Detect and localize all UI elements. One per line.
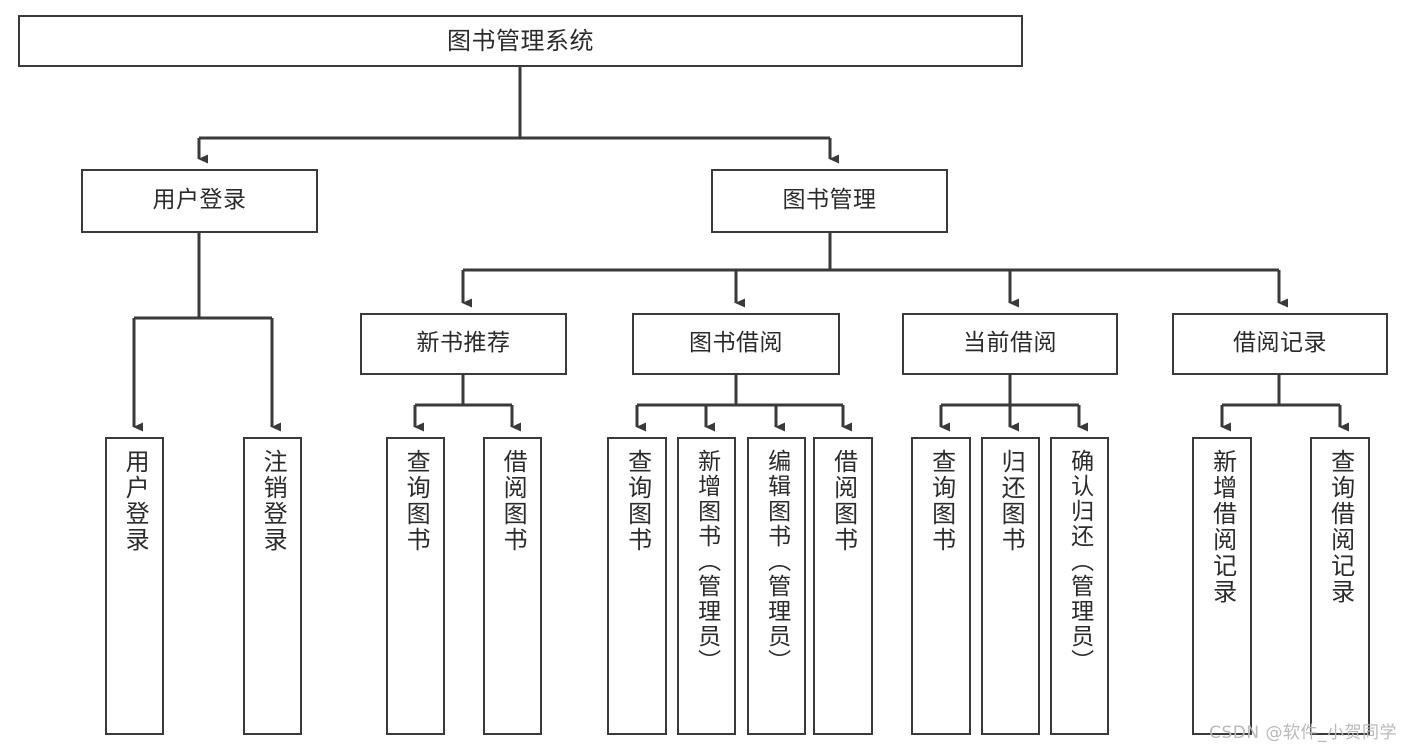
node-leaf-query-book-borrow[interactable]: 查询图书 xyxy=(607,437,667,735)
node-leaf-borrow-book-new-rec[interactable]: 借阅图书 xyxy=(483,437,542,735)
node-label: 查询借阅记录 xyxy=(1326,449,1355,605)
node-label: 查询图书 xyxy=(927,449,956,553)
node-leaf-query-book-new-rec[interactable]: 查询图书 xyxy=(386,437,445,735)
node-label: 借阅图书 xyxy=(499,449,528,553)
node-label: 图书管理 xyxy=(782,187,877,214)
node-label: 新书推荐 xyxy=(416,330,511,357)
node-label: 新增图书（管理员） xyxy=(693,449,720,674)
node-label: 新增借阅记录 xyxy=(1208,449,1237,605)
node-label: 注销登录 xyxy=(259,449,288,553)
node-leaf-query-borrow-record[interactable]: 查询借阅记录 xyxy=(1310,437,1370,735)
node-current-borrow[interactable]: 当前借阅 xyxy=(902,313,1118,375)
node-label: 当前借阅 xyxy=(963,330,1057,357)
node-root-book-management-system[interactable]: 图书管理系统 xyxy=(18,15,1023,67)
node-label: 确认归还（管理员） xyxy=(1066,449,1093,674)
node-leaf-return-book[interactable]: 归还图书 xyxy=(981,437,1040,735)
node-label: 归还图书 xyxy=(997,449,1026,553)
node-leaf-user-login[interactable]: 用户登录 xyxy=(105,437,164,735)
node-book-borrow[interactable]: 图书借阅 xyxy=(632,313,840,375)
node-leaf-confirm-return-admin[interactable]: 确认归还（管理员） xyxy=(1050,437,1109,735)
node-label: 图书管理系统 xyxy=(447,26,594,55)
node-label: 查询图书 xyxy=(623,449,652,553)
node-label: 查询图书 xyxy=(402,449,431,553)
node-new-book-recommendation[interactable]: 新书推荐 xyxy=(360,313,567,375)
node-label: 用户登录 xyxy=(121,449,150,553)
node-label: 用户登录 xyxy=(152,187,247,214)
node-leaf-user-logout[interactable]: 注销登录 xyxy=(243,437,302,735)
node-leaf-borrow-book-borrow[interactable]: 借阅图书 xyxy=(813,437,873,735)
node-label: 借阅记录 xyxy=(1233,330,1327,357)
node-leaf-add-book-admin[interactable]: 新增图书（管理员） xyxy=(677,437,736,735)
node-book-management[interactable]: 图书管理 xyxy=(711,169,948,233)
node-label: 编辑图书（管理员） xyxy=(763,449,790,674)
node-leaf-query-book-current[interactable]: 查询图书 xyxy=(911,437,971,735)
node-leaf-add-borrow-record[interactable]: 新增借阅记录 xyxy=(1192,437,1252,735)
node-leaf-edit-book-admin[interactable]: 编辑图书（管理员） xyxy=(747,437,806,735)
node-label: 图书借阅 xyxy=(689,330,783,357)
node-user-login[interactable]: 用户登录 xyxy=(81,169,318,233)
node-borrow-record[interactable]: 借阅记录 xyxy=(1172,313,1388,375)
watermark-text: CSDN @软件_小贺同学 xyxy=(1209,723,1397,743)
node-label: 借阅图书 xyxy=(829,449,858,553)
